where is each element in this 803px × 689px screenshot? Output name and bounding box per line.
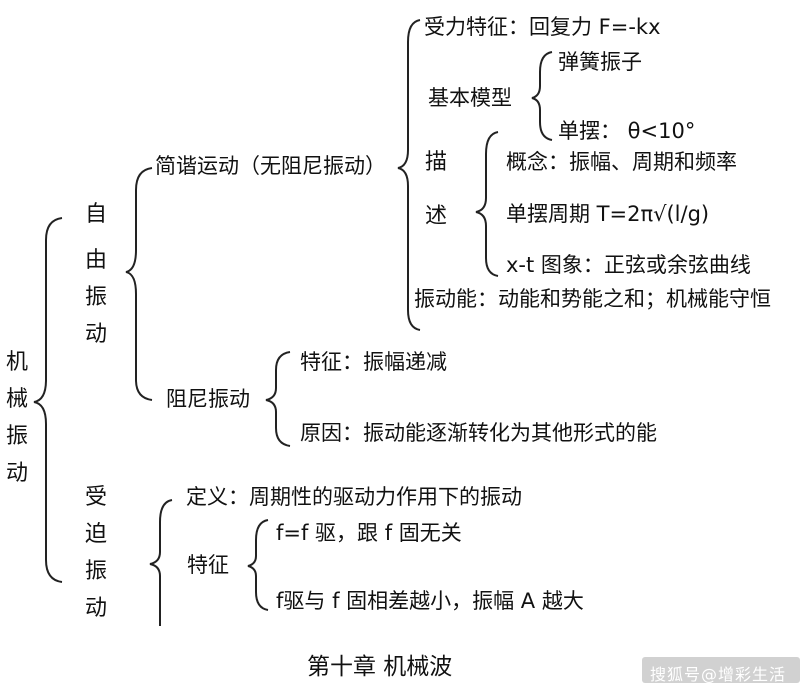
shm-label: 简谐运动（无阻尼振动）: [155, 154, 386, 178]
basic-model-label: 基本模型: [428, 86, 512, 110]
simple-pendulum: 单摆： θ<10°: [558, 119, 696, 143]
root-char: 振: [5, 424, 28, 449]
forced-vibration-label: 受 迫 振 动: [84, 487, 108, 635]
damped-label: 阻尼振动: [166, 387, 250, 411]
spring-oscillator: 弹簧振子: [558, 50, 642, 74]
free-char: 振: [84, 285, 107, 310]
model-bracket: [531, 51, 553, 141]
forced-feature-2: f驱与 f 固相差越小，振幅 A 越大: [276, 589, 584, 613]
root-char: 动: [5, 461, 28, 486]
xt-graph: x-t 图象：正弦或余弦曲线: [506, 253, 751, 277]
root-char: 械: [5, 387, 28, 412]
free-vibration-label: 自 由 振 动: [84, 204, 108, 361]
free-char: 动: [84, 322, 107, 347]
forced-feature-1: f=f 驱，跟 f 固无关: [276, 521, 462, 545]
root-bracket: [33, 217, 63, 583]
forced-char: 迫: [84, 522, 107, 547]
watermark-background: [642, 657, 800, 683]
forced-char: 动: [84, 596, 107, 621]
concept-text: 概念：振幅、周期和频率: [506, 150, 737, 174]
forced-definition: 定义：周期性的驱动力作用下的振动: [186, 485, 522, 509]
describe-label: 描 述: [424, 152, 448, 243]
forced-char: 振: [84, 559, 107, 584]
free-bracket: [125, 167, 153, 401]
forced-feature-bracket: [247, 519, 269, 611]
pendulum-period: 单摆周期 T=2π√(l/g): [506, 202, 710, 226]
damped-reason: 原因：振动能逐渐转化为其他形式的能: [300, 421, 657, 445]
describe-char: 述: [424, 204, 447, 229]
watermark: 搜狐号@增彩生活: [650, 665, 787, 684]
describe-bracket: [475, 131, 499, 277]
root-char: 机: [5, 350, 28, 375]
shm-bracket: [397, 19, 421, 331]
damped-feature: 特征：振幅递减: [300, 350, 447, 374]
damped-bracket: [265, 351, 291, 447]
forced-bracket: [149, 499, 173, 626]
free-char: 由: [84, 248, 107, 273]
vibration-energy: 振动能：动能和势能之和；机械能守恒: [414, 287, 771, 311]
describe-char: 描: [424, 150, 447, 175]
forced-char: 受: [84, 485, 107, 510]
forced-feature-label: 特征: [187, 553, 229, 577]
chapter-caption: 第十章 机械波: [307, 654, 453, 680]
shm-force-feature: 受力特征：回复力 F=-kx: [424, 15, 661, 39]
root-label: 机 械 振 动: [5, 352, 29, 500]
free-char: 自: [84, 202, 107, 227]
